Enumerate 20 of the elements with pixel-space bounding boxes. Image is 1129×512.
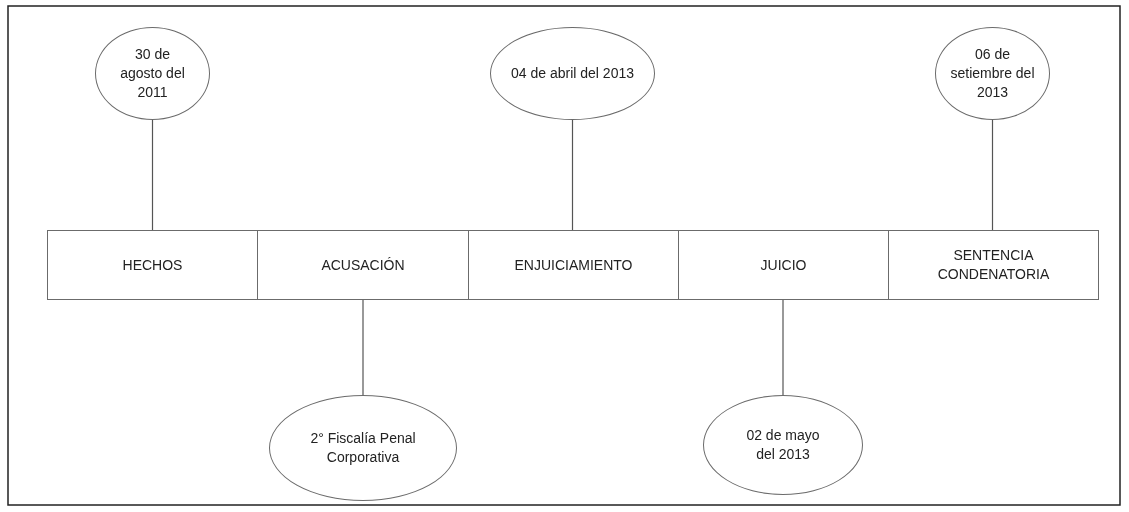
stage-label: JUICIO [759,255,808,275]
connector-line [991,119,994,231]
stage-label: ENJUICIAMIENTO [513,255,634,275]
connector-line [571,119,574,231]
stage-box [257,230,469,300]
date-label: 02 de mayo del 2013 [745,426,821,464]
stage-box [678,230,889,300]
office-label: 2° Fiscalía Penal Corporativa [309,429,417,467]
connector-line [782,299,784,396]
stage-label: ACUSACIÓN [320,255,406,275]
stage-label: SENTENCIA CONDENATORIA [936,246,1051,284]
date-label: 30 de agosto del 2011 [119,45,186,102]
connector-line [151,119,154,231]
stage-box [468,230,679,300]
stage-box [47,230,258,300]
stage-label: HECHOS [121,255,184,275]
connector-line [362,299,364,396]
date-label: 04 de abril del 2013 [511,64,634,83]
date-label: 06 de setiembre del 2013 [949,45,1036,102]
stage-box [888,230,1099,300]
